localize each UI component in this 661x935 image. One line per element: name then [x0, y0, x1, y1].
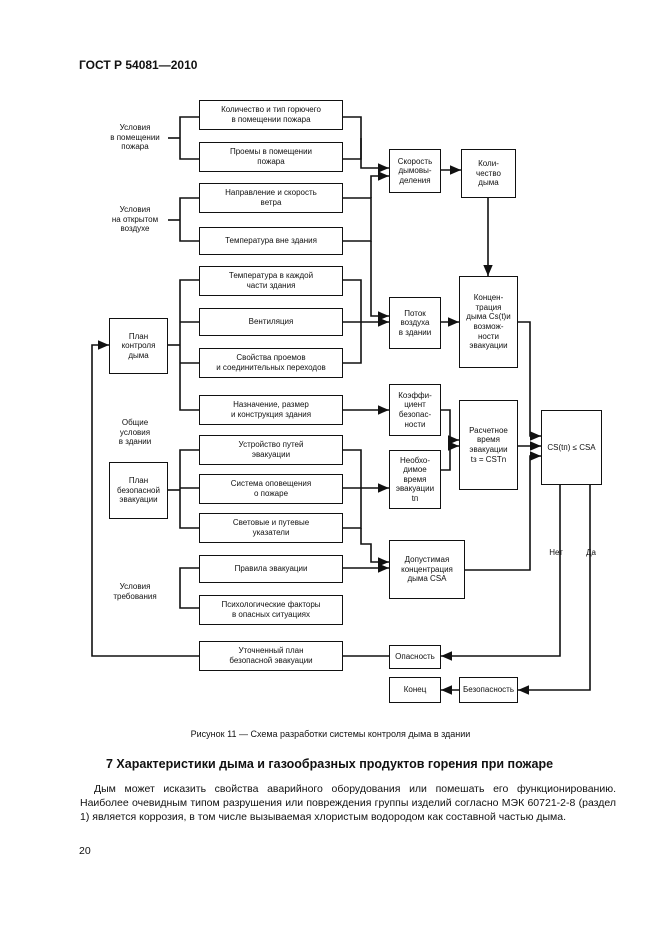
end-box: Конец [389, 677, 441, 703]
evac-routes-factor-box: Устройство путей эвакуации [199, 435, 343, 465]
branch-yes-label: Да [586, 548, 596, 557]
safe-evacuation-plan-box: План безопасной эвакуации [109, 462, 168, 519]
ventilation-factor-box: Вентиляция [199, 308, 343, 336]
openings-factor-box: Проемы в помещении пожара [199, 142, 343, 172]
purpose-factor-box: Назначение, размер и конструкция здания [199, 395, 343, 425]
coefficient-box: Коэффи- циент безопас- ности [389, 384, 441, 436]
refined-plan-box: Уточненный план безопасной эвакуации [199, 641, 343, 671]
airflow-box: Поток воздуха в здании [389, 297, 441, 349]
branch-no-label: Нет [549, 548, 563, 557]
danger-box: Опасность [389, 645, 441, 669]
group-label-room: Условия в помещении пожара [110, 123, 160, 152]
page-number: 20 [79, 845, 91, 857]
signs-factor-box: Световые и путевые указатели [199, 513, 343, 543]
rules-factor-box: Правила эвакуации [199, 555, 343, 583]
group-label-requirements: Условия требования [113, 582, 157, 601]
outside-temp-factor-box: Температура вне здания [199, 227, 343, 255]
document-header: ГОСТ Р 54081—2010 [79, 58, 198, 72]
safety-box: Безопасность [459, 677, 518, 703]
section-heading: 7 Характеристики дыма и газообразных про… [106, 757, 554, 771]
concentration-box: Концен- трация дыма Cs(t)и возмож- ности… [459, 276, 518, 368]
comparison-box: CS(tп) ≤ CSA [541, 410, 602, 485]
group-label-outdoor: Условия на открытом воздухе [111, 205, 159, 234]
smoke-rate-box: Скорость дымовы- деления [389, 149, 441, 193]
fuel-factor-box: Количество и тип горючего в помещении по… [199, 100, 343, 130]
calc-time-box: Расчетное время эвакуации tз = CSTn [459, 400, 518, 490]
figure-caption: Рисунок 11 — Схема разработки системы ко… [190, 729, 471, 739]
passages-factor-box: Свойства проемов и соединительных перехо… [199, 348, 343, 378]
psych-factor-box: Психологические факторы в опасных ситуац… [199, 595, 343, 625]
wind-factor-box: Направление и скорость ветра [199, 183, 343, 213]
smoke-control-plan-box: План контроля дыма [109, 318, 168, 374]
alarm-factor-box: Система оповещения о пожаре [199, 474, 343, 504]
group-label-general: Общие условия в здании [118, 418, 152, 447]
flowchart-connectors [91, 116, 591, 695]
smoke-quantity-box: Коли- чество дыма [461, 149, 516, 198]
required-time-box: Необхо- димое время эвакуации tп [389, 450, 441, 509]
inside-temp-factor-box: Температура в каждой части здания [199, 266, 343, 296]
section-paragraph: Дым может исказить свойства аварийного о… [80, 783, 616, 823]
allowed-concentration-box: Допустимая концентрация дыма CSA [389, 540, 465, 599]
